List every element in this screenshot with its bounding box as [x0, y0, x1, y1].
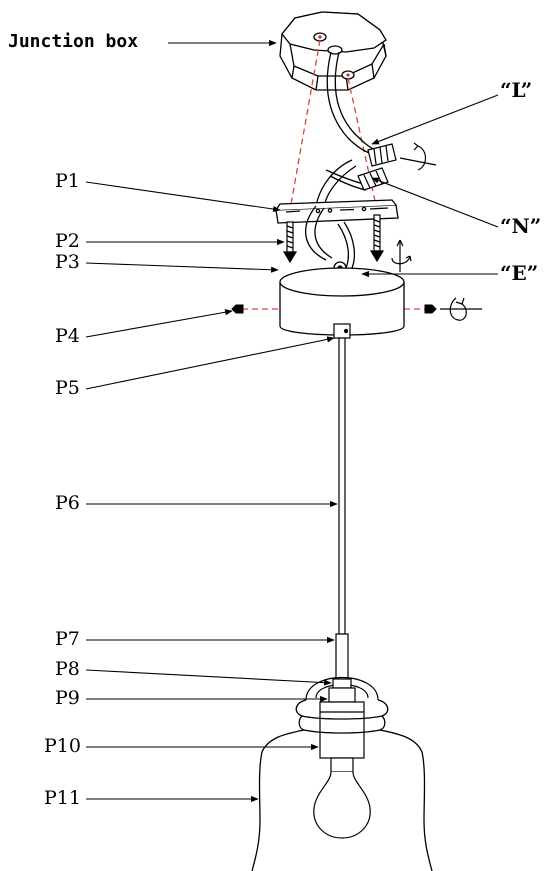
label-p9: P9 [55, 687, 80, 709]
coupler [335, 633, 349, 681]
label-p10: P10 [44, 735, 81, 757]
junction-box [279, 11, 387, 91]
label-p4: P4 [55, 325, 80, 347]
cord-grip [333, 323, 351, 339]
label-p3: P3 [55, 251, 80, 273]
suspension-rod [338, 337, 346, 635]
canopy-screw-right [424, 304, 437, 314]
label-earth-wire: “E” [500, 261, 539, 285]
label-p7: P7 [55, 628, 80, 650]
label-live-wire: “L” [500, 78, 533, 102]
light-bulb [313, 757, 371, 839]
mounting-screw-right [369, 214, 385, 263]
mounting-bracket [275, 199, 399, 224]
rotate-arrow-icon [440, 297, 482, 321]
label-p5: P5 [55, 377, 80, 399]
label-junction-box: Junction box [8, 31, 139, 52]
canopy [279, 267, 405, 336]
glass-shade [251, 699, 433, 871]
label-p2: P2 [55, 230, 80, 252]
rotate-arrow-icon [399, 142, 437, 171]
mounting-screw-left [282, 221, 298, 264]
label-neutral-wire: “N” [500, 214, 542, 238]
label-p6: P6 [55, 492, 80, 514]
leader-lines [85, 39, 499, 803]
lamp-socket [319, 687, 365, 759]
rotate-arrow-icon [391, 239, 412, 272]
wire-connector-N [357, 167, 389, 191]
label-p1: P1 [55, 170, 80, 192]
supply-wires [315, 51, 377, 209]
canopy-screw-left [231, 304, 244, 314]
label-p11: P11 [44, 787, 81, 809]
label-p8: P8 [55, 658, 80, 680]
wire-connector-L [367, 143, 397, 167]
